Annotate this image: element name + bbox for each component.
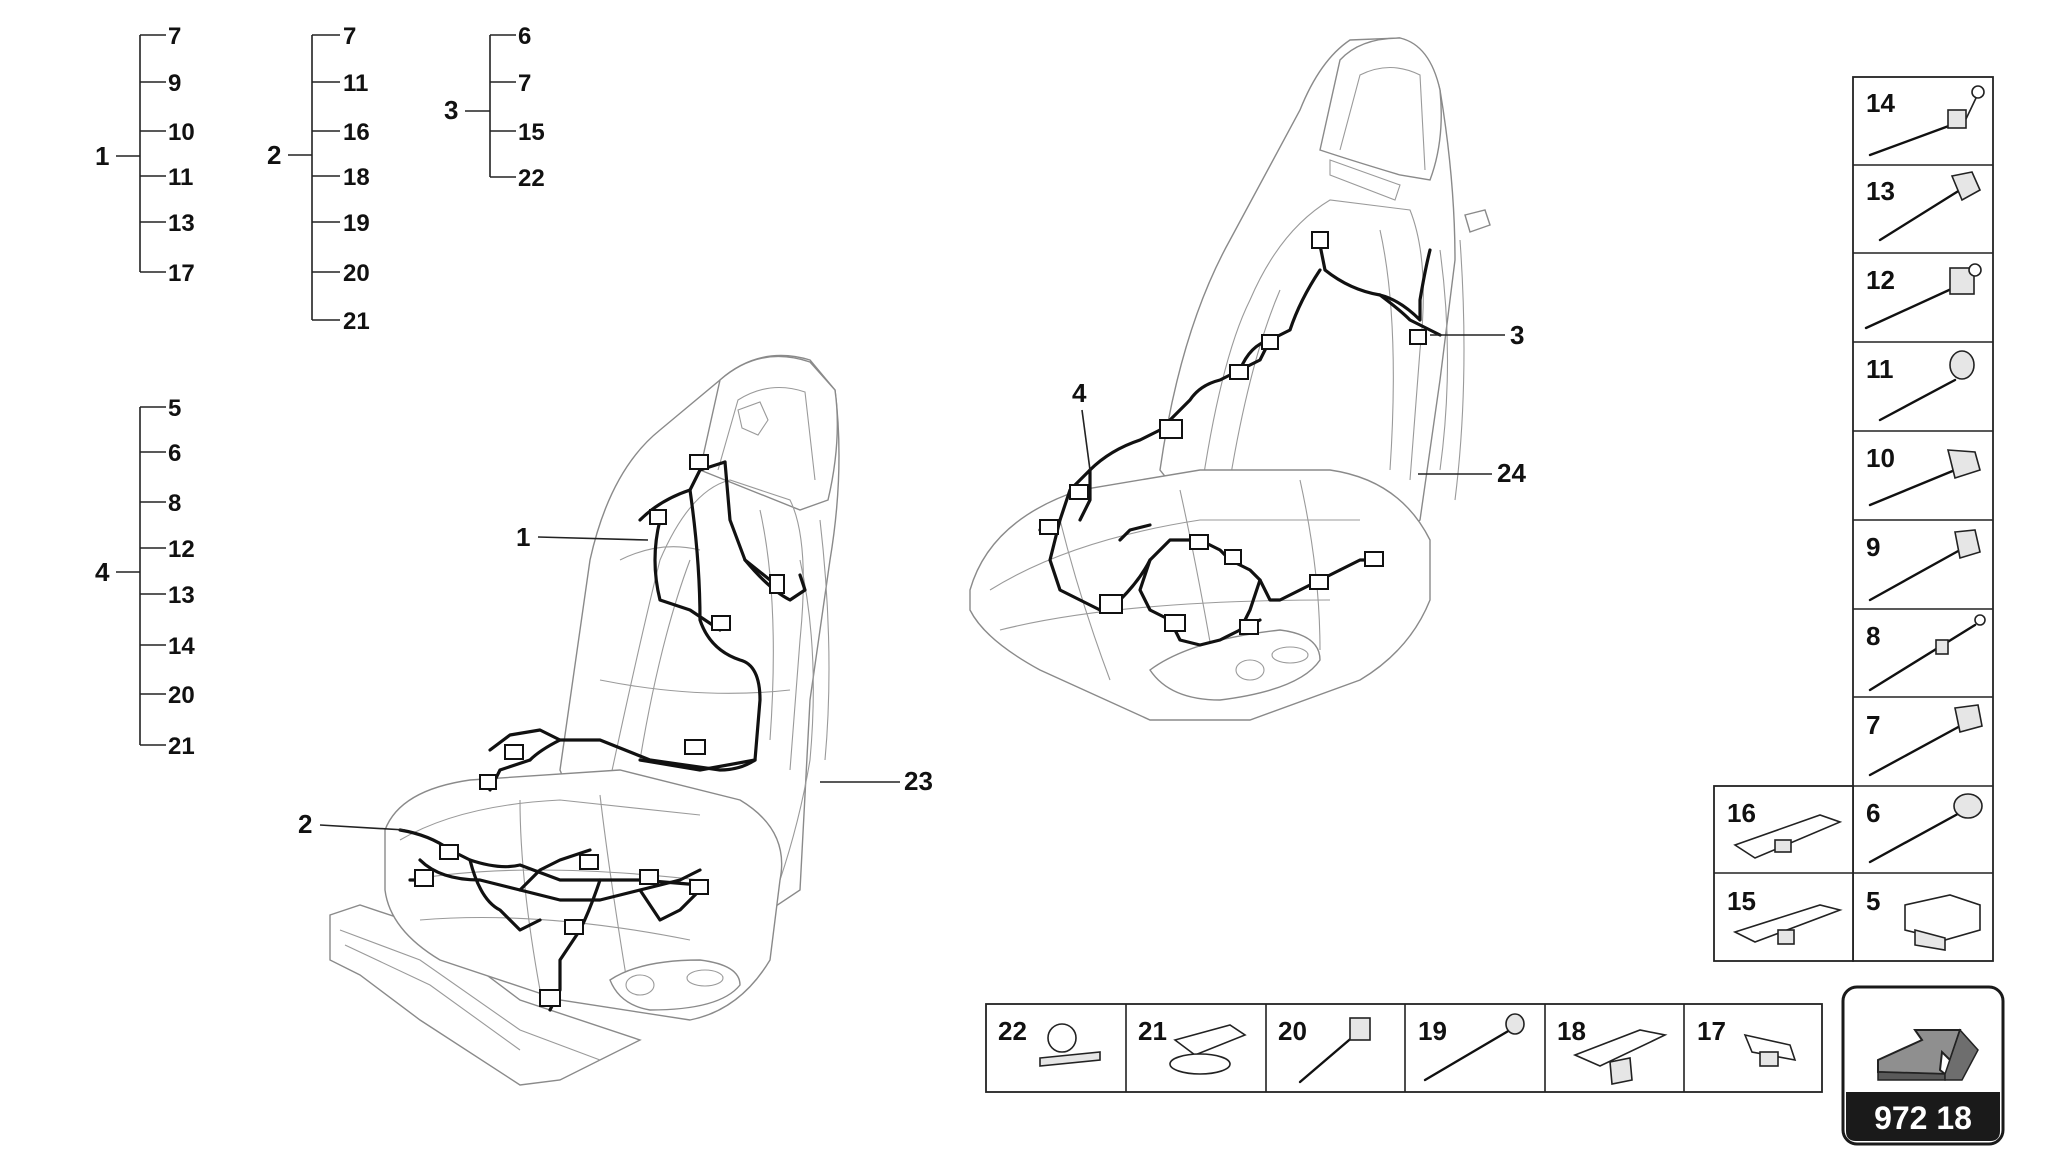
- tree-child-label: 22: [518, 165, 545, 192]
- callout-label: 24: [1497, 458, 1526, 488]
- tree-child-label: 7: [518, 70, 531, 97]
- tree-child-label: 5: [168, 395, 181, 422]
- part-number: 18: [1557, 1016, 1586, 1046]
- part-cell-21: 21: [1138, 1016, 1247, 1075]
- tree-child-label: 8: [168, 490, 181, 517]
- tree-child-label: 16: [343, 119, 370, 146]
- part-cell-12: 12: [1864, 263, 1982, 330]
- part-cell-10: 10: [1866, 443, 1981, 507]
- tree-child-label: 14: [168, 633, 195, 660]
- part-number: 16: [1727, 798, 1756, 828]
- callout-label: 1: [516, 522, 530, 552]
- part-number: 15: [1727, 886, 1756, 916]
- part-cell-7: 7: [1866, 704, 1983, 777]
- part-number: 10: [1866, 443, 1895, 473]
- part-number: 22: [998, 1016, 1027, 1046]
- part-cell-20: 20: [1278, 1016, 1371, 1084]
- tree-child-label: 13: [168, 210, 195, 237]
- tree-child-label: 19: [343, 210, 370, 237]
- direction-arrow-icon: [1877, 1028, 1979, 1081]
- tree-child-label: 15: [518, 119, 545, 146]
- part-cell-18: 18: [1557, 1016, 1668, 1085]
- part-cell-6: 6: [1866, 793, 1983, 864]
- tree-child-label: 18: [343, 164, 370, 191]
- tree-child-label: 7: [343, 23, 356, 50]
- parts-left-pair: 16 15: [1713, 785, 1854, 962]
- callout-3: 3: [1430, 320, 1524, 350]
- wiring-harness-left: [398, 454, 807, 1012]
- tree-parent-label: 3: [444, 95, 458, 125]
- callout-23: 23: [820, 766, 933, 796]
- part-cell-14: 14: [1866, 85, 1985, 157]
- tree-child-label: 6: [518, 23, 531, 50]
- callout-label: 23: [904, 766, 933, 796]
- tree-child-label: 20: [343, 260, 370, 287]
- part-number: 17: [1697, 1016, 1726, 1046]
- callout-24: 24: [1418, 458, 1526, 488]
- tree-child-label: 6: [168, 440, 181, 467]
- part-cell-5: 5: [1866, 886, 1981, 951]
- part-cell-19: 19: [1418, 1013, 1525, 1082]
- part-number: 6: [1866, 798, 1880, 828]
- callout-label: 4: [1072, 378, 1087, 408]
- part-number: 13: [1866, 176, 1895, 206]
- part-cell-9: 9: [1866, 529, 1981, 602]
- tree-child-label: 11: [168, 164, 193, 191]
- tree-group-4: 4 5 6 8 12 13 14 20 21: [95, 395, 195, 760]
- parts-column: 14 13 12 11 10: [1852, 76, 1994, 962]
- tree-child-label: 21: [168, 733, 195, 760]
- parts-bottom-row: 22 21 20 19 18 17: [985, 1003, 1823, 1093]
- seat-illustration-left: [329, 354, 840, 1086]
- tree-group-1: 1 7 9 10 11 13 17: [95, 23, 195, 287]
- tree-parent-label: 2: [267, 140, 281, 170]
- part-number: 5: [1866, 886, 1880, 916]
- tree-child-label: 13: [168, 582, 195, 609]
- wiring-harness-right: [1038, 231, 1442, 647]
- tree-group-2: 2 7 11 16 18 19 20 21: [267, 23, 370, 335]
- tree-child-label: 11: [343, 70, 368, 97]
- part-cell-15: 15: [1727, 886, 1843, 945]
- part-number: 7: [1866, 710, 1880, 740]
- tree-child-label: 20: [168, 682, 195, 709]
- tree-group-3: 3 6 7 15 22: [444, 23, 545, 192]
- part-number: 21: [1138, 1016, 1167, 1046]
- part-cell-16: 16: [1727, 798, 1843, 859]
- part-number: 9: [1866, 532, 1880, 562]
- tree-child-label: 12: [168, 536, 195, 563]
- part-number: 14: [1866, 88, 1895, 118]
- tree-child-label: 17: [168, 260, 195, 287]
- part-cell-8: 8: [1866, 614, 1986, 692]
- callout-label: 2: [298, 809, 312, 839]
- part-cell-22: 22: [998, 1016, 1101, 1067]
- part-cell-17: 17: [1697, 1016, 1797, 1067]
- tree-parent-label: 1: [95, 141, 109, 171]
- reference-badge[interactable]: 972 18: [1841, 985, 2005, 1146]
- part-number: 12: [1866, 265, 1895, 295]
- part-number: 8: [1866, 621, 1880, 651]
- part-number: 20: [1278, 1016, 1307, 1046]
- tree-child-label: 10: [168, 119, 195, 146]
- seat-illustration-right: [969, 37, 1491, 721]
- callout-2: 2: [298, 809, 406, 839]
- tree-child-label: 21: [343, 308, 370, 335]
- callout-4: 4: [1072, 378, 1091, 471]
- callout-1: 1: [516, 522, 649, 552]
- callout-label: 3: [1510, 320, 1524, 350]
- tree-parent-label: 4: [95, 557, 110, 587]
- part-cell-13: 13: [1866, 171, 1982, 242]
- part-number: 11: [1866, 354, 1894, 384]
- tree-child-label: 9: [168, 70, 181, 97]
- reference-code: 972 18: [1874, 1100, 1972, 1136]
- tree-child-label: 7: [168, 23, 181, 50]
- part-cell-11: 11: [1866, 350, 1975, 422]
- part-number: 19: [1418, 1016, 1447, 1046]
